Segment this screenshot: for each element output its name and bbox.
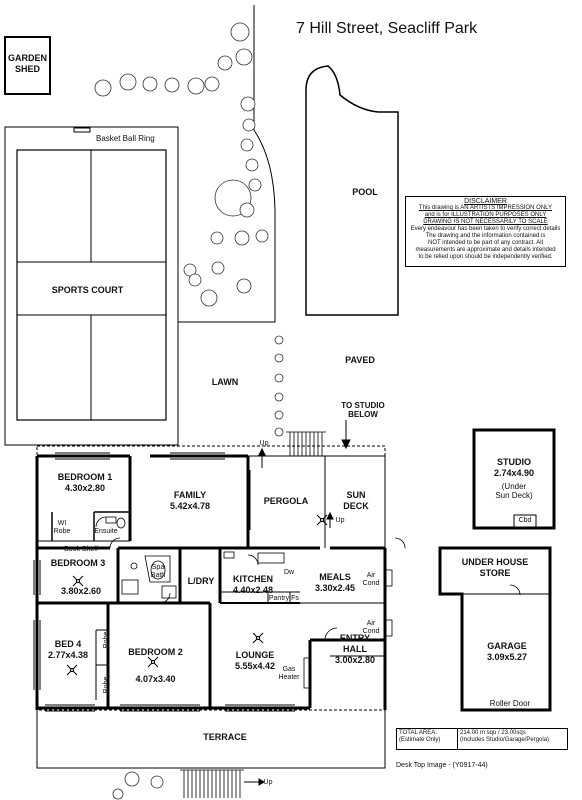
disclaimer-box: DISCLAIMER This drawing is AN ARTISTS IM…: [405, 196, 566, 267]
room-entry-hall-size: 3.00x2.80: [334, 655, 376, 665]
room-garage: GARAGE 3.09x5.27: [472, 641, 542, 663]
wi-robe-label: WI Robe: [53, 520, 71, 535]
gas-heater-label: Gas Heater: [278, 666, 300, 681]
robe-label-2: Robe: [103, 676, 110, 694]
room-lounge-size: 5.55x4.42: [234, 661, 276, 671]
page-title: 7 Hill Street, Seacliff Park: [296, 20, 478, 37]
up-label-1: Up: [259, 440, 269, 447]
spa-bath-label: Spa Bath: [150, 564, 166, 579]
room-family: FAMILY 5.42x4.78: [150, 490, 230, 512]
lawn-label: LAWN: [211, 377, 239, 387]
studio-outline: [472, 428, 556, 530]
room-meals-size: 3.30x2.45: [314, 583, 356, 593]
trees-landscaping: [94, 22, 284, 800]
room-meals: MEALS 3.30x2.45: [310, 572, 360, 594]
house-walls: [35, 445, 387, 711]
fixtures: [105, 516, 393, 689]
to-studio-arrow: [341, 420, 351, 450]
dishwasher-label: Dw: [283, 569, 295, 576]
site-boundaries: [177, 5, 276, 445]
room-bedroom3-name: BEDROOM 3: [50, 558, 106, 568]
sports-court-label: SPORTS COURT: [51, 285, 124, 295]
garden-shed-label: GARDEN SHED: [7, 53, 47, 74]
room-laundry: L/DRY: [187, 576, 215, 586]
stairs-terrace: [180, 769, 244, 798]
total-area-box: TOTAL AREA: (Estimate Only) 214.00 m squ…: [396, 728, 568, 750]
total-area-label: TOTAL AREA: (Estimate Only): [397, 729, 458, 749]
disclaimer-heading: DISCLAIMER: [464, 198, 507, 205]
room-meals-name: MEALS: [319, 572, 351, 582]
room-under-house-store: UNDER HOUSE STORE: [461, 557, 529, 578]
fridge-space-label: Fs: [291, 595, 299, 602]
room-bedroom1-name: BEDROOM 1: [57, 472, 113, 482]
terrace-label: TERRACE: [203, 732, 247, 742]
basket-ball-ring-label: Basket Ball Ring: [96, 134, 155, 143]
stairs-pergola: [286, 431, 326, 456]
garden-shed-outline: [4, 36, 51, 95]
garage-roller-door-label: Roller Door: [489, 699, 531, 708]
windows: [33, 452, 295, 712]
pool-label: POOL: [352, 187, 378, 197]
disclaimer-line-2: and is for ILLUSTRATION PURPOSES ONLY: [424, 212, 547, 218]
room-studio: STUDIO 2.74x4.90: [478, 457, 550, 479]
ceiling-fans: [66, 514, 328, 676]
room-bed4-name: BED 4: [54, 639, 82, 649]
disclaimer-line-4: Every endeavour has been taken to verify…: [410, 226, 561, 232]
total-area-value: 214.00 m squ / 23.00sqs (Includes Studio…: [460, 730, 550, 743]
room-garage-size: 3.09x5.27: [486, 652, 528, 662]
terrace-outline: [36, 710, 386, 769]
room-entry-hall-name: ENTRY HALL: [339, 633, 371, 654]
disclaimer-line-8: to be relied upon should be independentl…: [418, 254, 553, 260]
room-sun-deck: SUN DECK: [343, 490, 369, 511]
room-kitchen: KITCHEN 4.40x2.48: [224, 574, 282, 596]
room-bedroom2-name: BEDROOM 2: [128, 647, 183, 657]
disclaimer-line-3: DRAWING IS NOT NECESSARILY TO SCALE: [423, 219, 548, 225]
book-shelf-label: Book Shelf: [64, 546, 98, 553]
room-bedroom3-size: 3.80x2.60: [60, 586, 102, 596]
room-studio-name: STUDIO: [496, 457, 531, 467]
disclaimer-line-7: measurements are approximate and details…: [415, 247, 556, 253]
room-kitchen-size: 4.40x2.48: [232, 585, 274, 595]
room-family-name: FAMILY: [173, 490, 207, 500]
pool-outline: [305, 65, 399, 316]
room-lounge-name: LOUNGE: [235, 650, 275, 660]
room-bed4: BED 4 2.77x4.38: [42, 639, 94, 661]
studio-cupboard-label: Cbd: [518, 517, 532, 524]
up-label-2: Up: [335, 517, 345, 524]
doors: [95, 516, 406, 641]
ensuite-label: Ensuite: [94, 528, 118, 535]
room-bedroom1: BEDROOM 1 4.30x2.80: [45, 472, 125, 494]
disclaimer-line-5: The drawing and the information containe…: [425, 233, 546, 239]
image-reference-footer: Desk Top Image - (Y0917-44): [396, 762, 488, 769]
room-kitchen-name: KITCHEN: [233, 574, 273, 584]
paved-label: PAVED: [345, 355, 375, 365]
room-bedroom1-size: 4.30x2.80: [64, 483, 106, 493]
disclaimer-line-6: NOT intended to be part of any contract.…: [428, 240, 543, 246]
room-pergola: PERGOLA: [263, 496, 309, 506]
room-studio-note: (Under Sun Deck): [495, 482, 533, 500]
to-studio-label: TO STUDIO BELOW: [341, 401, 385, 419]
up-arrows: [244, 447, 334, 786]
sports-court-outline: [4, 126, 179, 446]
room-entry-hall: ENTRY HALL 3.00x2.80: [327, 633, 383, 666]
air-cond-label-1: Air Cond: [362, 572, 380, 587]
store-garage-outline: [438, 546, 552, 712]
room-studio-size: 2.74x4.90: [493, 468, 535, 478]
room-family-size: 5.42x4.78: [169, 501, 211, 511]
room-bedroom2-size: 4.07x3.40: [135, 674, 176, 684]
robe-label-1: Robe: [103, 631, 110, 649]
room-lounge: LOUNGE 5.55x4.42: [225, 650, 285, 672]
room-garage-name: GARAGE: [487, 641, 527, 651]
pantry-label: Pantry: [268, 595, 290, 602]
room-bed4-size: 2.77x4.38: [47, 650, 89, 660]
disclaimer-line-1: This drawing is AN ARTISTS IMPRESSION ON…: [418, 205, 553, 211]
up-label-3: Up: [263, 779, 273, 786]
air-cond-label-2: Air Cond: [362, 620, 380, 635]
